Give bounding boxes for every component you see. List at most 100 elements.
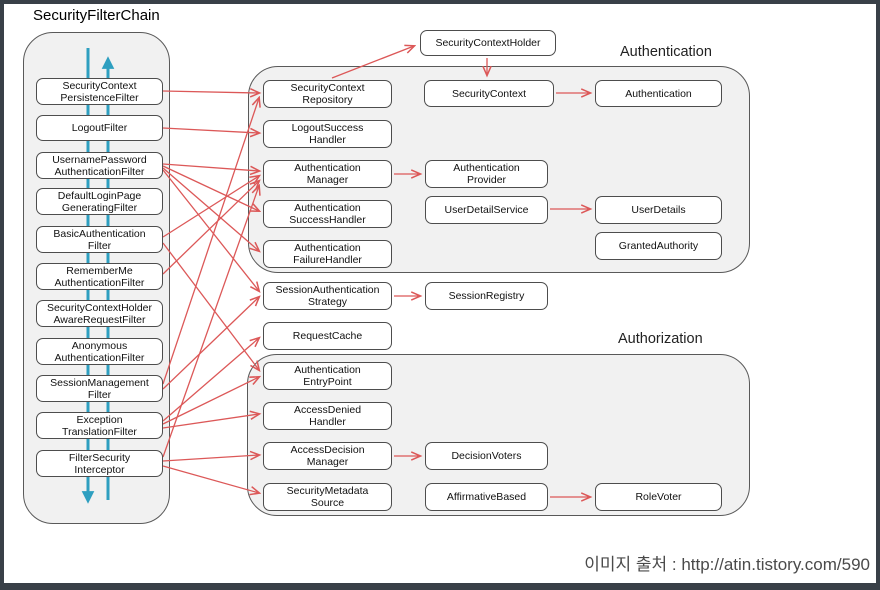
node-label: Manager — [306, 174, 349, 186]
node-label: GrantedAuthority — [618, 240, 699, 252]
node-label: AccessDecision — [290, 444, 365, 456]
edge-basic-authentication-filter-to-authentication-manager — [162, 176, 259, 238]
edge-exception-translation-filter-to-authentication-entry-point — [162, 377, 259, 425]
node-label: Authentication — [294, 364, 361, 376]
node-label: Filter — [87, 239, 112, 252]
node-label: Handler — [309, 416, 346, 428]
edge-session-management-filter-to-session-authentication-strategy — [162, 297, 259, 390]
node-label: DefaultLoginPage — [57, 189, 142, 202]
node-label: Anonymous — [71, 339, 128, 352]
node-label: Handler — [309, 134, 346, 146]
edge-username-password-authentication-filter-to-session-authentication-strategy — [162, 169, 259, 291]
node-label: Source — [310, 497, 345, 509]
edge-username-password-authentication-filter-to-authentication-failure-handler — [162, 167, 259, 251]
node-label: Filter — [87, 388, 112, 401]
node-label: SecurityContext — [451, 87, 527, 100]
edge-logout-filter-to-logout-success-handler — [162, 127, 259, 133]
edge-filter-security-interceptor-to-security-metadata-source — [162, 465, 259, 493]
edge-remember-me-authentication-filter-to-authentication-manager — [162, 181, 259, 275]
node-label: AwareRequestFilter — [53, 313, 146, 326]
node-label: FilterSecurity — [68, 451, 131, 464]
node-label: BasicAuthentication — [53, 227, 146, 240]
node-label: UserDetailService — [444, 204, 529, 216]
node-label: AuthenticationFilter — [54, 351, 145, 364]
authorization-section-title: Authorization — [618, 331, 703, 347]
node-logout-filter: LogoutFilter — [36, 115, 163, 141]
edge-username-password-authentication-filter-to-authentication-success-handler — [162, 165, 259, 211]
node-label: Authentication — [294, 162, 361, 174]
node-label: Authentication — [453, 162, 520, 174]
node-label: Exception — [76, 413, 123, 426]
node-security-context: SecurityContext — [424, 80, 554, 107]
node-label: SecurityContext — [62, 79, 137, 92]
node-label: Repository — [302, 94, 353, 106]
node-label: TranslationFilter — [62, 425, 137, 438]
node-label: Authentication — [294, 202, 361, 214]
node-request-cache: RequestCache — [263, 322, 392, 350]
node-label: SessionManagement — [50, 376, 149, 389]
node-label: Authentication — [625, 87, 692, 100]
node-authentication: Authentication — [595, 80, 722, 107]
node-label: RoleVoter — [635, 491, 682, 503]
node-label: Interceptor — [74, 463, 125, 476]
node-label: Manager — [306, 456, 349, 468]
node-label: LogoutSuccess — [291, 122, 364, 134]
node-user-details: UserDetails — [595, 196, 722, 224]
edge-exception-translation-filter-to-request-cache — [162, 338, 259, 422]
edge-username-password-authentication-filter-to-authentication-manager — [162, 163, 259, 171]
edge-filter-security-interceptor-to-authentication-manager — [162, 186, 259, 458]
edge-filter-security-interceptor-to-access-decision-manager — [162, 455, 259, 462]
node-label: UsernamePassword — [52, 153, 147, 166]
node-session-registry: SessionRegistry — [425, 282, 548, 310]
node-label: GeneratingFilter — [61, 201, 138, 214]
node-label: SecurityContextHolder — [435, 37, 541, 49]
edge-session-management-filter-to-security-context-repository — [162, 98, 259, 385]
node-label: Provider — [466, 174, 507, 186]
node-granted-authority: GrantedAuthority — [595, 232, 722, 260]
node-user-detail-service: UserDetailService — [425, 196, 548, 224]
node-label: SuccessHandler — [289, 214, 366, 226]
node-label: FailureHandler — [293, 254, 362, 266]
node-label: DecisionVoters — [451, 450, 522, 462]
node-label: Strategy — [307, 296, 348, 308]
node-label: RequestCache — [292, 330, 363, 342]
node-label: SecurityContextHolder — [46, 301, 153, 314]
image-source-caption: 이미지 출처 : http://atin.tistory.com/590 — [584, 555, 870, 574]
node-label: SecurityContext — [290, 82, 365, 94]
authentication-section-title: Authentication — [620, 44, 712, 60]
edge-basic-authentication-filter-to-authentication-entry-point — [162, 242, 259, 370]
node-label: AuthenticationFilter — [54, 276, 145, 289]
edge-security-context-persistence-filter-to-security-context-repository — [162, 91, 259, 93]
node-label: PersistenceFilter — [60, 91, 139, 104]
filter-chain-title: SecurityFilterChain — [33, 7, 160, 24]
node-label: AffirmativeBased — [446, 491, 527, 503]
node-decision-voters: DecisionVoters — [425, 442, 548, 470]
node-label: AuthenticationFilter — [54, 165, 145, 178]
node-security-context-holder: SecurityContextHolder — [420, 30, 556, 56]
node-affirmative-based: AffirmativeBased — [425, 483, 548, 511]
node-label: SessionRegistry — [448, 290, 525, 302]
node-label: LogoutFilter — [71, 122, 128, 134]
node-label: SessionAuthentication — [275, 284, 380, 296]
node-label: SecurityMetadata — [286, 485, 369, 497]
